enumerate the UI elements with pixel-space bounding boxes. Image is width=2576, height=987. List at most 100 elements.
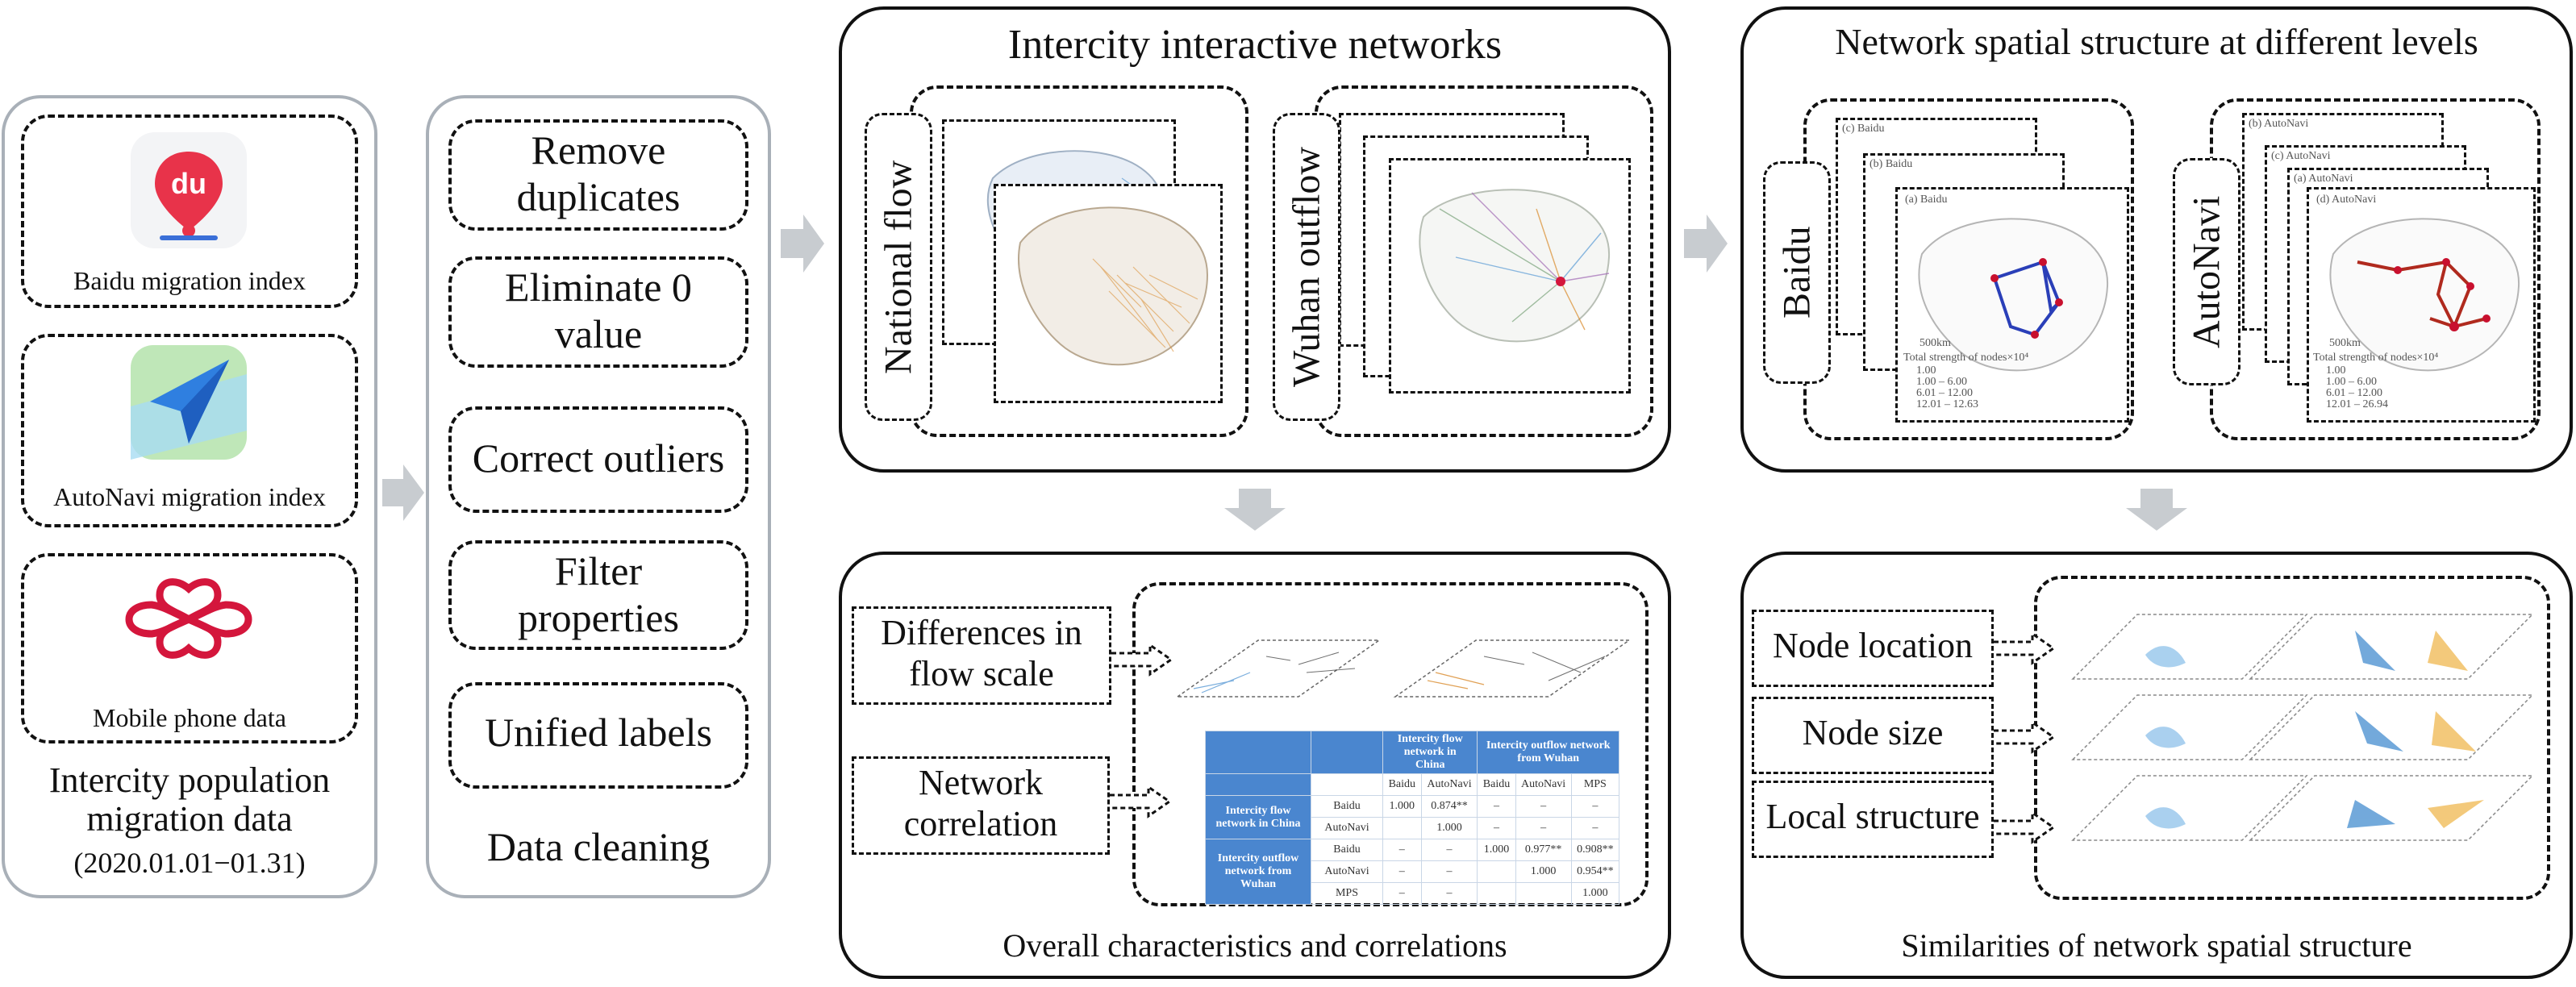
node-size-label: Node size: [1802, 713, 1944, 752]
diff-flow-scale-label: Differences in flow scale: [881, 613, 1082, 693]
table-cell: –: [1515, 795, 1572, 818]
table-cell: [1477, 882, 1516, 905]
table-cell: [1382, 817, 1422, 839]
autonavi-legend-2: 6.01 – 12.00: [2326, 387, 2382, 399]
mobile-source-box: [21, 553, 358, 743]
table-row-3-name: AutoNavi: [1311, 860, 1383, 883]
baidu-legend-title: Total strength of nodes×10⁴: [1903, 352, 2029, 364]
table-cell: –: [1570, 795, 1620, 818]
table-cell: 1.000: [1382, 795, 1422, 818]
table-col-1: AutoNavi: [1420, 773, 1478, 796]
autonavi-legend-3: 12.01 – 26.94: [2326, 398, 2388, 410]
autonavi-spatial-label: AutoNavi: [2185, 195, 2228, 348]
step-remove-duplicates-box: [448, 119, 748, 231]
autonavi-legend-1: 1.00 – 6.00: [2326, 376, 2377, 388]
spatial-structure-panel: [1740, 6, 2573, 473]
mobile-source-label: Mobile phone data: [93, 703, 286, 732]
table-header-china: Intercity flow network in China: [1382, 731, 1478, 774]
arrow-networks-down: [1224, 489, 1286, 531]
wuhan-map-front: [1389, 158, 1631, 394]
arrow-cleaning-to-networks: [781, 214, 824, 273]
baidu-source-label: Baidu migration index: [73, 266, 306, 295]
network-correlation-box: [852, 756, 1110, 855]
step-filter-properties-box: [448, 540, 748, 650]
table-col-4: MPS: [1570, 773, 1620, 796]
baidu-map-b-caption: (b) Baidu: [1869, 158, 1913, 170]
step-eliminate-zero: Eliminate 0 value: [505, 264, 692, 356]
autonavi-source-label: AutoNavi migration index: [53, 482, 326, 511]
table-cell: 0.874**: [1420, 795, 1478, 818]
table-cell: 0.908**: [1570, 839, 1620, 861]
table-cell: –: [1570, 817, 1620, 839]
autonavi-source-box: [21, 334, 358, 527]
overall-content-box: [1132, 582, 1649, 906]
spatial-title: Network spatial structure at different l…: [1835, 21, 2478, 62]
table-row-2-name: Baidu: [1311, 839, 1383, 861]
table-cell: [1515, 882, 1572, 905]
dashed-arrow-local-structure: [1994, 810, 2056, 844]
step-filter-properties: Filter properties: [518, 548, 679, 640]
autonavi-paper-plane-icon: [131, 345, 247, 460]
baidu-source-box: [21, 115, 358, 308]
baidu-spatial-label: Baidu: [1775, 226, 1819, 319]
table-cell: 1.000: [1420, 817, 1478, 839]
autonavi-map-d-caption: (d) AutoNavi: [2316, 194, 2377, 206]
table-cell: 1.000: [1477, 839, 1516, 861]
table-cell: –: [1382, 860, 1422, 883]
table-cell: –: [1515, 817, 1572, 839]
autonavi-spatial-label-box: [2173, 158, 2240, 385]
national-flow-label-box: [865, 113, 932, 421]
autonavi-map-d: [2307, 187, 2536, 423]
step-remove-duplicates: Remove duplicates: [516, 127, 681, 219]
data-cleaning-panel: [426, 95, 771, 898]
table-col-0: Baidu: [1382, 773, 1422, 796]
node-size-box: [1752, 697, 1994, 774]
table-cell: –: [1382, 882, 1422, 905]
svg-text:du: du: [171, 167, 206, 200]
national-flow-label: National flow: [877, 160, 920, 374]
diff-flow-scale-box: [852, 606, 1111, 705]
network-correlation-label: Network correlation: [903, 763, 1058, 843]
table-group-wuhan: Intercity outflow network from Wuhan: [1205, 839, 1311, 905]
baidu-spatial-label-box: [1763, 161, 1831, 384]
table-cell: 0.954**: [1570, 860, 1620, 883]
dashed-arrow-node-location: [1994, 631, 2056, 665]
arrow-spatial-down: [2126, 489, 2187, 531]
dashed-arrow-node-size: [1994, 720, 2056, 754]
similarities-title: Similarities of network spatial structur…: [1901, 927, 2412, 964]
table-cell: –: [1420, 882, 1478, 905]
autonavi-map-b-caption: (a) AutoNavi: [2294, 173, 2353, 185]
table-row-1-name: AutoNavi: [1311, 817, 1383, 839]
baidu-scale: 500km: [1919, 337, 1951, 349]
arrow-networks-to-spatial: [1684, 214, 1728, 273]
overall-title: Overall characteristics and correlations: [1002, 927, 1507, 964]
autonavi-map-d-back-caption: (b) AutoNavi: [2249, 118, 2309, 130]
sources-date: (2020.01.01−01.31): [73, 847, 306, 879]
table-cell: 1.000: [1515, 860, 1572, 883]
table-cell: –: [1420, 839, 1478, 861]
local-structure-box: [1752, 781, 1994, 858]
node-location-label: Node location: [1772, 626, 1974, 665]
baidu-legend-1: 1.00 – 6.00: [1916, 376, 1967, 388]
step-correct-outliers: Correct outliers: [472, 435, 725, 481]
china-unicom-knot-icon: [125, 578, 252, 659]
correlation-table: Intercity flow network in China Intercit…: [1205, 731, 1620, 905]
table-col-3: AutoNavi: [1515, 773, 1572, 796]
wuhan-outflow-label-box: [1273, 113, 1340, 421]
autonavi-map-c-caption: (c) AutoNavi: [2271, 150, 2331, 162]
table-group-china: Intercity flow network in China: [1205, 795, 1311, 839]
step-unified-labels: Unified labels: [485, 710, 712, 755]
baidu-map-a-caption: (a) Baidu: [1905, 194, 1948, 206]
wuhan-outflow-label: Wuhan outflow: [1285, 147, 1328, 388]
networks-title: Intercity interactive networks: [1007, 22, 1503, 68]
arrow-sources-to-cleaning: [382, 464, 424, 521]
table-cell: [1477, 860, 1516, 883]
table-cell: 0.977**: [1515, 839, 1572, 861]
node-location-box: [1752, 610, 1994, 687]
baidu-map-logo-icon: du: [131, 132, 247, 248]
baidu-map-a: [1895, 187, 2129, 423]
national-flow-map-front: [994, 184, 1223, 403]
table-cell: –: [1420, 860, 1478, 883]
baidu-map-c-caption: (c) Baidu: [1842, 123, 1885, 135]
table-header-wuhan: Intercity outflow network from Wuhan: [1477, 731, 1619, 774]
